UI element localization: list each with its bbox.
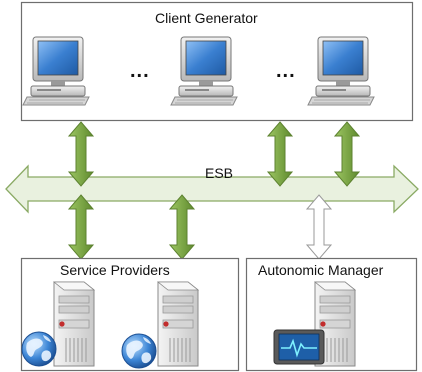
ellipsis-2: ... bbox=[276, 60, 296, 82]
client-esb-arrow bbox=[67, 121, 95, 187]
computer-icon bbox=[22, 36, 90, 106]
globe-icon bbox=[21, 331, 57, 367]
esb-provider-arrow bbox=[67, 194, 95, 260]
service-providers-title: Service Providers bbox=[60, 262, 170, 278]
computer-icon bbox=[170, 36, 238, 106]
server-icon bbox=[53, 281, 95, 367]
autonomic-manager-title: Autonomic Manager bbox=[258, 262, 384, 278]
globe-icon bbox=[121, 333, 157, 369]
client-generator-title: Client Generator bbox=[155, 10, 258, 26]
server-icon bbox=[157, 281, 199, 367]
esb-manager-arrow bbox=[305, 194, 333, 260]
computer-icon bbox=[307, 36, 375, 106]
esb-provider-arrow bbox=[168, 194, 196, 260]
ellipsis-1: ... bbox=[130, 60, 150, 82]
client-esb-arrow bbox=[333, 121, 361, 187]
client-esb-arrow bbox=[266, 121, 294, 187]
monitor-pulse-icon bbox=[273, 329, 325, 365]
esb-label: ESB bbox=[205, 165, 234, 181]
